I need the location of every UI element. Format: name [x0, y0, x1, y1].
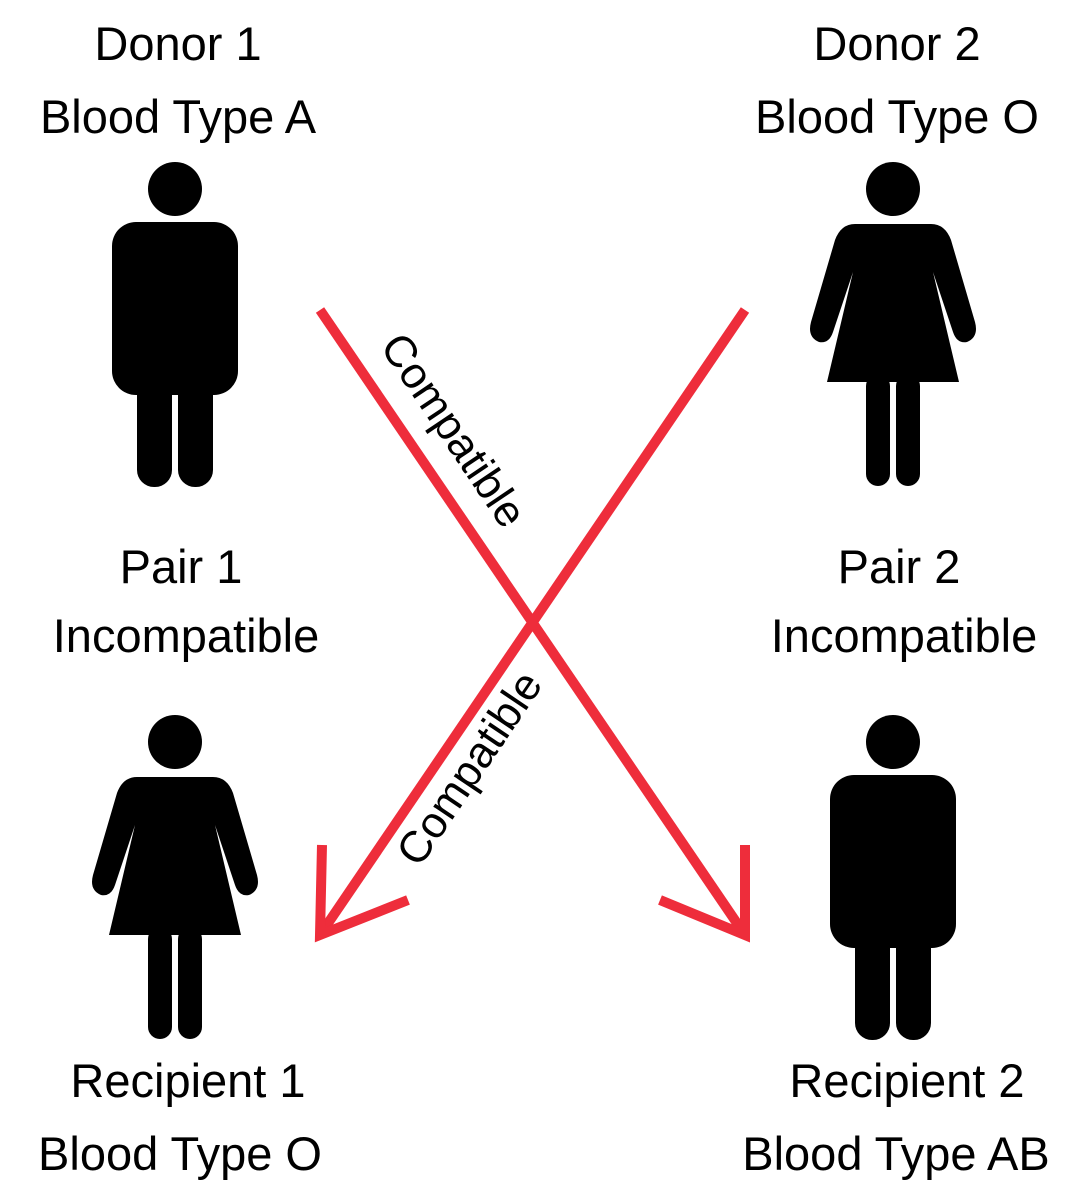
pair1-status: Incompatible: [53, 609, 320, 662]
pair1-name: Pair 1: [120, 540, 243, 593]
donor1-blood-type: Blood Type A: [40, 90, 317, 143]
arrow-donor2-to-recipient1: [314, 307, 750, 943]
man-icon: [112, 162, 238, 487]
woman-icon: [92, 715, 258, 1039]
donor1-name: Donor 1: [94, 17, 261, 70]
donor2-blood-type: Blood Type O: [755, 90, 1039, 143]
arrow-label-donor2-to-recipient1: Compatible: [387, 662, 552, 874]
pair2-status: Incompatible: [771, 609, 1038, 662]
recipient1-blood-type: Blood Type O: [38, 1127, 322, 1180]
recipient1-name: Recipient 1: [70, 1054, 305, 1107]
recipient2-name: Recipient 2: [789, 1054, 1024, 1107]
man-icon: [830, 715, 956, 1040]
recipient2-blood-type: Blood Type AB: [742, 1127, 1049, 1180]
woman-icon: [810, 162, 976, 486]
donor2-name: Donor 2: [813, 17, 980, 70]
pair2-name: Pair 2: [838, 540, 961, 593]
